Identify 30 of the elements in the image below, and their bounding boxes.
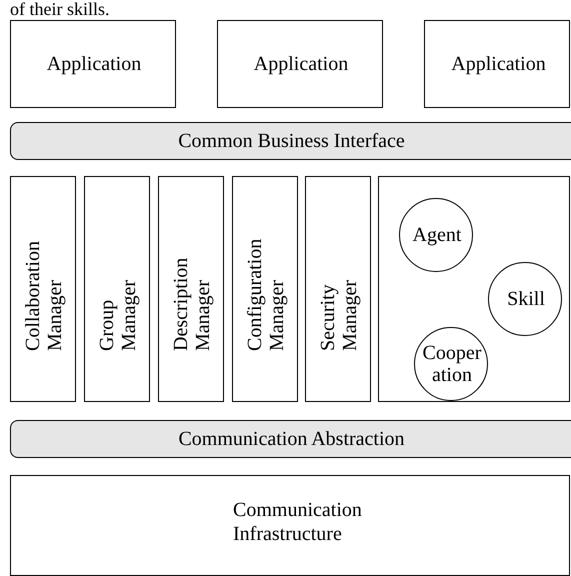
layer-band	[10, 420, 571, 458]
manager-label: Collaboration Manager	[22, 240, 66, 351]
layer-label: Communication Abstraction	[177, 428, 406, 451]
manager-box	[84, 176, 150, 402]
text-fragment: of their skills.	[10, 0, 110, 19]
layer-label: Common Business Interface	[177, 130, 406, 153]
manager-box	[305, 176, 371, 402]
component-circle	[399, 198, 473, 272]
layer-band	[10, 122, 571, 160]
component-circle	[488, 262, 562, 336]
application-label: Application	[46, 53, 142, 76]
component-label: Cooper ation	[422, 342, 482, 386]
layer-label: Communication Infrastructure	[233, 498, 363, 546]
manager-box	[232, 176, 298, 402]
component-circle	[414, 327, 488, 401]
manager-label: Configuration Manager	[244, 238, 288, 351]
manager-label: Description Manager	[170, 256, 214, 351]
application-box	[217, 20, 383, 108]
infrastructure-box	[10, 475, 570, 576]
component-panel	[378, 176, 570, 402]
application-box	[424, 20, 570, 108]
component-label: Agent	[412, 224, 462, 246]
manager-label: Group Manager	[96, 278, 140, 351]
application-label: Application	[252, 53, 350, 76]
manager-box	[10, 176, 76, 402]
application-label: Application	[450, 53, 547, 76]
manager-box	[158, 176, 224, 402]
component-label: Skill	[506, 288, 546, 310]
manager-label: Security Manager	[317, 278, 361, 351]
application-box	[10, 20, 176, 108]
